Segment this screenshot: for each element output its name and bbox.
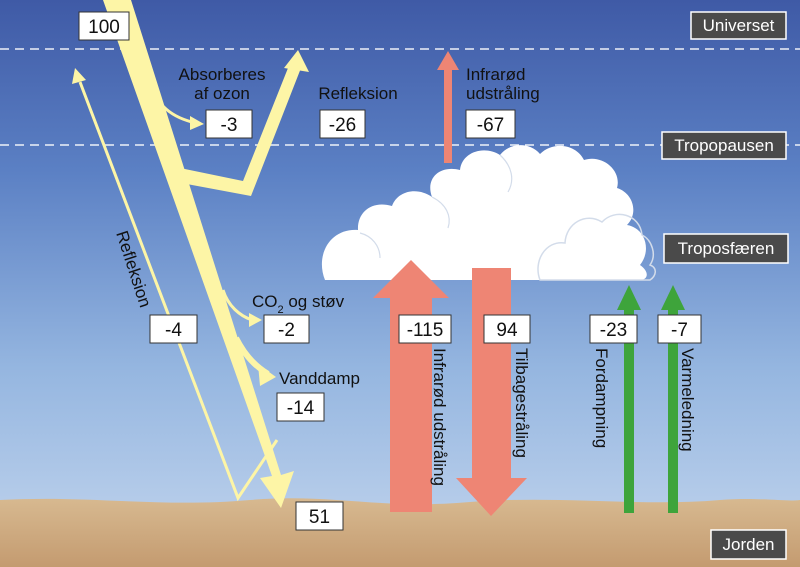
value-reflection-surface: -4 — [165, 320, 182, 341]
evaporation-arrow — [617, 285, 641, 513]
value-heat-conduction: -7 — [671, 320, 688, 341]
layer-label-troposphere-text: Troposfæren — [678, 239, 775, 258]
layer-label-universe-text: Universet — [703, 16, 775, 35]
value-evaporation: -23 — [600, 320, 627, 341]
heat-conduction-arrow — [661, 285, 685, 513]
value-box-back-radiation: 94 — [483, 314, 531, 344]
layer-label-troposphere: Troposfæren — [663, 233, 789, 264]
label-ozone-line2: af ozon — [194, 84, 250, 103]
value-back-radiation: 94 — [496, 320, 518, 341]
value-water-vapour: -14 — [287, 398, 315, 419]
value-box-ozone: -3 — [205, 109, 253, 139]
ground — [0, 498, 800, 567]
value-box-surface-absorbed: 51 — [295, 501, 344, 531]
label-evaporation: Fordampning — [592, 348, 611, 448]
ozone-branch-arrow — [147, 84, 204, 130]
reflection-branch-arrow — [166, 50, 309, 196]
label-heat-conduction: Varmeledning — [678, 348, 697, 452]
value-reflection-top: -26 — [329, 115, 356, 136]
label-co2-sub: 2 — [278, 304, 284, 316]
layer-label-tropopause-text: Tropopausen — [674, 136, 774, 155]
infrared-out-arrow — [437, 51, 459, 163]
value-box-co2: -2 — [263, 314, 310, 344]
water-vapour-branch-arrow — [233, 336, 276, 386]
value-box-heat-conduction: -7 — [657, 314, 702, 344]
label-back-radiation: Tilbagestråling — [512, 348, 531, 458]
label-infrared-up: Infrarød udstråling — [430, 348, 449, 486]
cloud — [321, 145, 656, 281]
label-co2-dust: CO2 og støv — [252, 292, 345, 316]
label-ozone-line1: Absorberes — [179, 65, 266, 84]
value-box-infrared-out: -67 — [465, 109, 516, 139]
value-box-water-vapour: -14 — [276, 392, 325, 422]
value-infrared-up: -115 — [407, 320, 444, 341]
label-infrared-out-line2: udstråling — [466, 84, 540, 103]
label-co2-base: CO — [252, 292, 278, 311]
label-co2-rest: og støv — [284, 292, 345, 311]
layer-label-tropopause: Tropopausen — [661, 131, 787, 160]
value-incoming: 100 — [88, 17, 120, 38]
value-ozone: -3 — [221, 115, 238, 136]
layer-label-earth-text: Jorden — [723, 535, 775, 554]
value-surface-absorbed: 51 — [309, 507, 330, 528]
layer-label-earth: Jorden — [710, 529, 787, 560]
label-reflection-top: Refleksion — [318, 84, 397, 103]
value-co2: -2 — [278, 320, 295, 341]
value-box-incoming: 100 — [78, 11, 130, 41]
value-box-reflection-surface: -4 — [149, 314, 198, 344]
surface-reflection-arrow — [72, 68, 279, 502]
value-box-evaporation: -23 — [589, 314, 638, 344]
label-water-vapour: Vanddamp — [279, 369, 360, 388]
layer-label-universe: Universet — [690, 11, 787, 40]
value-infrared-out: -67 — [477, 115, 504, 136]
value-box-reflection-top: -26 — [319, 109, 366, 139]
incoming-solar-beam — [103, 0, 294, 508]
label-infrared-out-line1: Infrarød — [466, 65, 526, 84]
value-box-infrared-up: -115 — [398, 314, 452, 344]
co2-branch-arrow — [221, 289, 262, 327]
